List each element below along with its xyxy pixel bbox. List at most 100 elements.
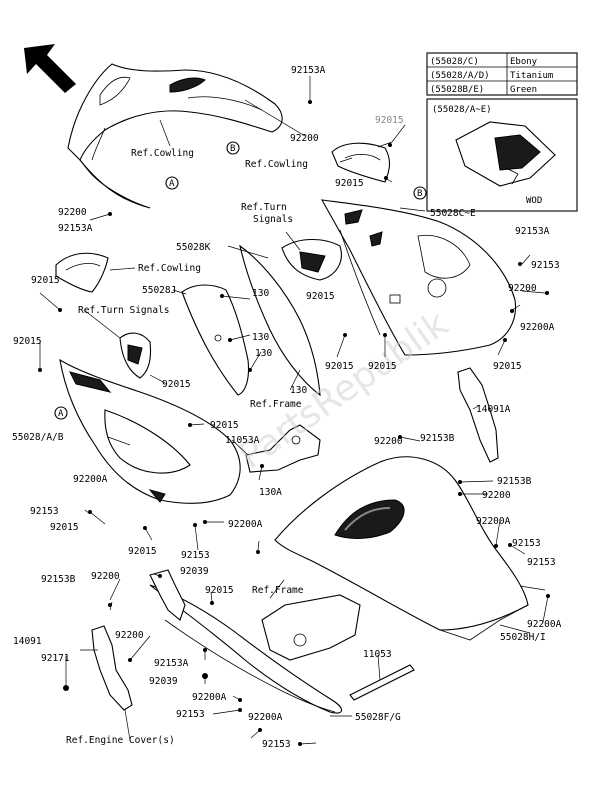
label-92015-6: 92015	[325, 361, 354, 372]
label-92015-7: 92015	[368, 361, 397, 372]
rod-11053-part	[349, 664, 415, 701]
label-92153-1: 92153	[531, 260, 560, 271]
label-ref-turn-signals-1b: Signals	[253, 214, 293, 225]
label-55028c-e: 55028C~E	[430, 208, 476, 219]
lower-fairing-right-part	[274, 456, 529, 641]
label-92200-3: 92200	[508, 283, 537, 294]
leader-lines	[39, 76, 549, 745]
label-92153-2: 92153	[30, 506, 59, 517]
side-cowling-small-part	[55, 252, 109, 293]
label-11053a: 11053A	[225, 435, 260, 446]
label-92015-9: 92015	[162, 379, 191, 390]
label-92039-2: 92039	[149, 676, 178, 687]
label-92200a-5: 92200A	[527, 619, 562, 630]
label-11053: 11053	[363, 649, 392, 660]
label-ref-frame-1: Ref.Frame	[250, 399, 302, 410]
legend-code-3: (55028B/E)	[430, 85, 484, 95]
label-92200-6: 92200	[91, 571, 120, 582]
left-turn-signal-part	[119, 332, 152, 379]
part-labels: 92153A 92200 Ref.Cowling 92015 Ref.Cowli…	[12, 65, 562, 750]
label-55028k: 55028K	[176, 242, 211, 253]
small-lower-bracket-part	[149, 569, 186, 621]
label-55028-a-b: 55028/A/B	[12, 432, 64, 443]
label-55028h-i: 55028H/I	[500, 632, 546, 643]
front-direction-arrow-icon	[24, 44, 76, 93]
ref-marker-b-1: B	[226, 141, 240, 155]
color-legend-table: (55028/C) Ebony (55028/A/D) Titanium (55…	[426, 52, 578, 96]
label-92153a-1: 92153A	[291, 65, 326, 76]
label-130-1: 130	[252, 288, 269, 299]
label-92153b-2: 92153B	[497, 476, 532, 487]
inner-panel-k-part	[239, 244, 321, 397]
label-92200a-3: 92200A	[228, 519, 263, 530]
label-92200-7: 92200	[115, 630, 144, 641]
label-92015-3: 92015	[31, 275, 60, 286]
legend-code-1: (55028/C)	[430, 57, 479, 67]
label-92153-3: 92153	[181, 550, 210, 561]
label-14091: 14091	[13, 636, 42, 647]
label-ref-cowling-2: Ref.Cowling	[245, 159, 308, 170]
label-92153-7: 92153	[262, 739, 291, 750]
inset-note: WOD	[526, 196, 542, 206]
center-frame-part	[261, 594, 361, 661]
label-92200a-7: 92200A	[248, 712, 283, 723]
label-92153a-2: 92153A	[58, 223, 93, 234]
label-92200a-2: 92200A	[73, 474, 108, 485]
ref-marker-b-2: B	[413, 186, 427, 200]
label-92153b-1: 92153B	[420, 433, 455, 444]
label-92153-4: 92153	[512, 538, 541, 549]
label-14091a: 14091A	[476, 404, 511, 415]
bracket-14091a-part	[457, 367, 499, 463]
label-92171: 92171	[41, 653, 70, 664]
label-55028j: 55028J	[142, 285, 176, 296]
label-92015-5: 92015	[13, 336, 42, 347]
fastener-dots	[38, 100, 550, 746]
upper-bracket-part	[331, 142, 391, 183]
label-92153-5: 92153	[527, 557, 556, 568]
inset-title: (55028/A~E)	[432, 105, 492, 115]
label-ref-cowling-3: Ref.Cowling	[138, 263, 201, 274]
label-ref-cowling-1: Ref.Cowling	[131, 148, 194, 159]
label-92200-2: 92200	[58, 207, 87, 218]
bracket-14091-part	[91, 625, 133, 711]
label-92015-8: 92015	[493, 361, 522, 372]
label-130a: 130A	[259, 487, 282, 498]
turn-signal-mount-part	[281, 209, 383, 281]
label-ref-turn-signals-1a: Ref.Turn	[241, 202, 287, 213]
label-92015-12: 92015	[128, 546, 157, 557]
label-92200-4: 92200	[374, 436, 403, 447]
label-92015-10: 92015	[210, 420, 239, 431]
label-130-4: 130	[290, 385, 307, 396]
label-130-2: 130	[252, 332, 269, 343]
label-92153b-3: 92153B	[41, 574, 76, 585]
svg-text:A: A	[169, 179, 175, 189]
upper-cowling-part	[67, 63, 283, 209]
legend-color-2: Titanium	[510, 71, 553, 81]
label-92015-13: 92015	[205, 585, 234, 596]
label-92153a-3: 92153A	[515, 226, 550, 237]
label-ref-engine-cover: Ref.Engine Cover(s)	[66, 735, 175, 746]
label-92200-5: 92200	[482, 490, 511, 501]
frame-bracket-part	[245, 424, 321, 473]
label-92039-1: 92039	[180, 566, 209, 577]
label-ref-frame-2: Ref.Frame	[252, 585, 304, 596]
label-92015-2: 92015	[335, 178, 364, 189]
label-92200a-6: 92200A	[192, 692, 227, 703]
label-92015-11: 92015	[50, 522, 79, 533]
label-92015-1: 92015	[375, 115, 404, 126]
label-92153-6: 92153	[176, 709, 205, 720]
watermark-text: PartsRepublik	[232, 303, 456, 477]
label-ref-turn-signals-2: Ref.Turn Signals	[78, 305, 170, 316]
svg-text:B: B	[230, 144, 235, 154]
ref-marker-a-2: A	[54, 406, 68, 420]
legend-color-3: Green	[510, 85, 537, 95]
label-92200a-4: 92200A	[476, 516, 511, 527]
svg-text:B: B	[417, 189, 422, 199]
svg-text:A: A	[58, 409, 64, 419]
lower-belly-fairing-part	[149, 584, 343, 714]
inner-panel-j-part	[181, 284, 250, 396]
legend-code-2: (55028/A/D)	[430, 71, 490, 81]
label-55028f-g: 55028F/G	[355, 712, 401, 723]
label-92153a-4: 92153A	[154, 658, 189, 669]
